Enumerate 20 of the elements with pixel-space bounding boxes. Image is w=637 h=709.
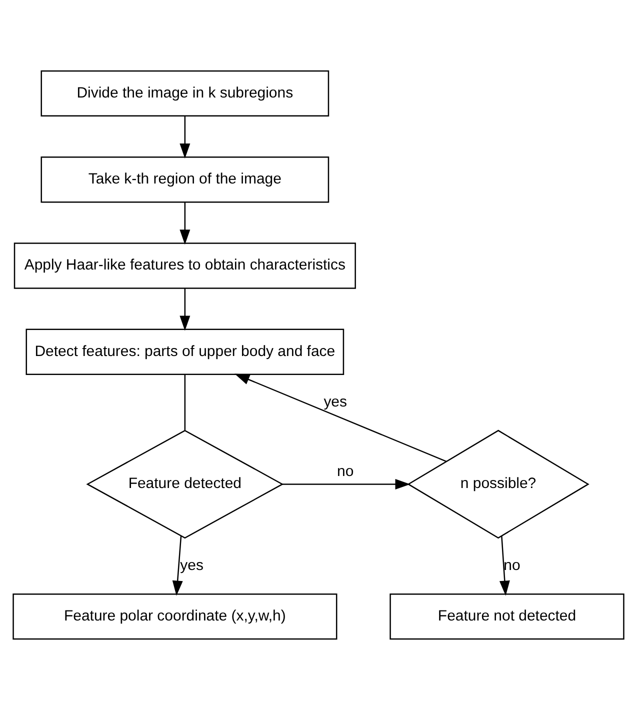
node-diamond: Feature detected xyxy=(86,429,284,538)
edge-label: no xyxy=(337,462,354,480)
connector xyxy=(184,374,186,430)
arrow xyxy=(172,535,183,596)
arrow xyxy=(282,478,410,489)
arrow xyxy=(180,202,190,244)
node-box: Feature not detected xyxy=(390,592,624,640)
node-box: Take k-th region of the image xyxy=(40,156,330,202)
arrow xyxy=(499,535,510,596)
node-diamond: n possible? xyxy=(407,429,590,538)
node-box: Divide the image in k subregions xyxy=(40,70,330,116)
node-box: Detect features: parts of upper body and face xyxy=(26,328,344,374)
arrow xyxy=(180,288,190,330)
node-box: Apply Haar-like features to obtain characteristics xyxy=(14,242,356,288)
arrow xyxy=(180,116,190,158)
edge-label: no xyxy=(504,556,520,574)
arrow xyxy=(234,373,447,462)
edge-label: yes xyxy=(180,556,204,574)
node-box: Feature polar coordinate (x,y,w,h) xyxy=(12,592,338,640)
edge-label: yes xyxy=(324,392,347,410)
